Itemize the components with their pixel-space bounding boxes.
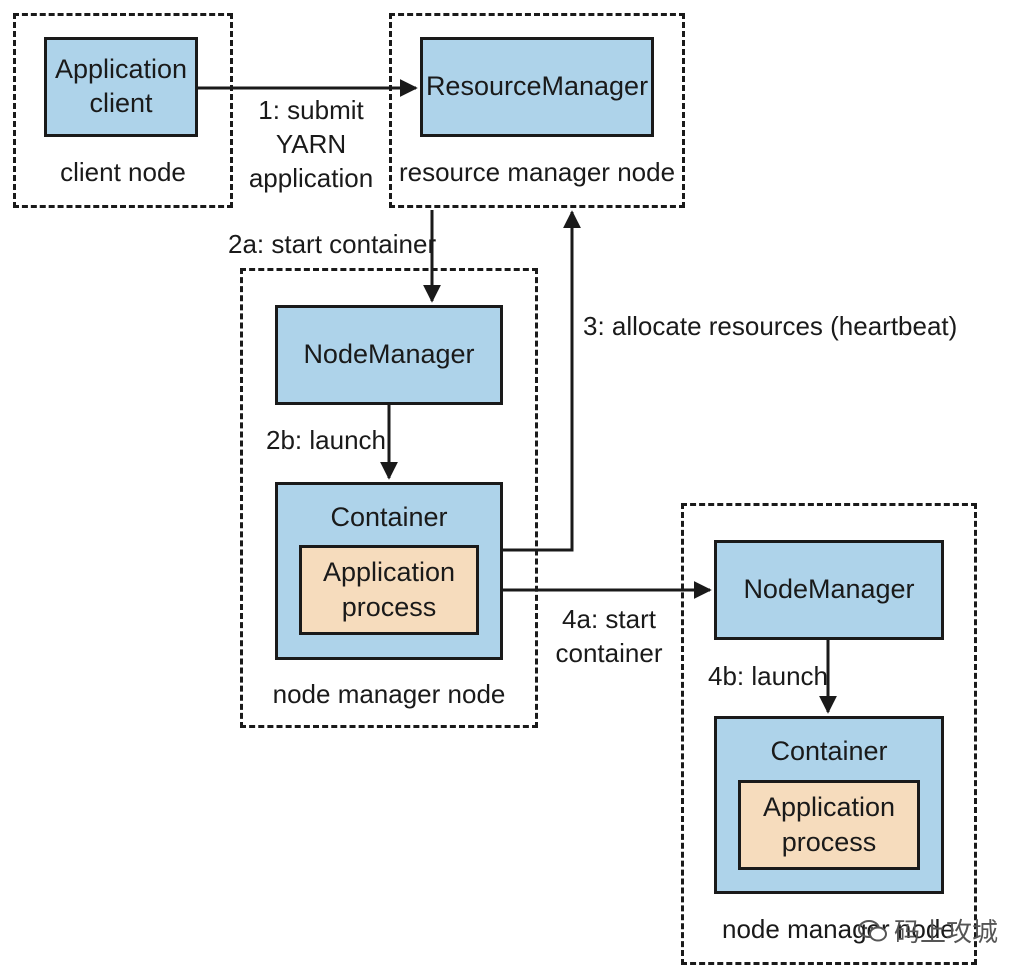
edge-label-submit: 1: submit YARN application [236, 94, 386, 195]
edge-label-allocate: 3: allocate resources (heartbeat) [583, 311, 958, 341]
edge-label-submit-line2: YARN [275, 128, 347, 159]
resource-manager-node-label: resource manager node [398, 157, 676, 187]
edge-label-start-container-2a: 2a: start container [228, 229, 437, 259]
resource-manager-node-group [389, 13, 685, 208]
node-manager-label-1: NodeManager [303, 339, 475, 370]
client-node-group [13, 13, 233, 208]
application-process-box-2: Application process [738, 780, 920, 870]
watermark-text: 码上攻城 [894, 917, 999, 947]
application-process-line1-1: Application [322, 556, 456, 587]
application-process-line2-1: process [341, 592, 437, 622]
application-process-line1-2: Application [762, 791, 896, 822]
application-process-box-1: Application process [299, 545, 479, 635]
application-client-line2: client [89, 88, 153, 118]
edge-label-start-container-4a-line2: container [555, 637, 663, 668]
watermark: 码上攻城 [858, 912, 998, 949]
edge-label-start-container-4a-line1: 4a: start [562, 604, 656, 634]
container-label-2: Container [770, 736, 888, 766]
node-manager-box-2: NodeManager [714, 540, 944, 640]
node-manager-box-1: NodeManager [275, 305, 503, 405]
node-manager-node-group-2 [681, 503, 977, 965]
application-client-line1: Application [54, 54, 188, 85]
edge-label-start-container-4a: 4a: start container [547, 603, 671, 671]
wechat-icon [858, 919, 887, 941]
resource-manager-label: ResourceManager [425, 71, 649, 102]
edge-label-launch-2b: 2b: launch [266, 425, 386, 455]
edge-label-submit-line1: 1: submit [258, 95, 364, 125]
application-process-line2-2: process [781, 827, 877, 857]
edge-label-launch-4b: 4b: launch [708, 661, 828, 691]
application-client-box: Application client [44, 37, 198, 137]
node-manager-label-2: NodeManager [743, 574, 915, 605]
node-manager-node-label-1: node manager node [272, 679, 506, 709]
resource-manager-box: ResourceManager [420, 37, 654, 137]
container-label-1: Container [330, 502, 448, 532]
edge-label-submit-line3: application [248, 162, 374, 193]
node-manager-node-label-2: node manager node [722, 914, 955, 944]
client-node-label: client node [60, 157, 186, 187]
